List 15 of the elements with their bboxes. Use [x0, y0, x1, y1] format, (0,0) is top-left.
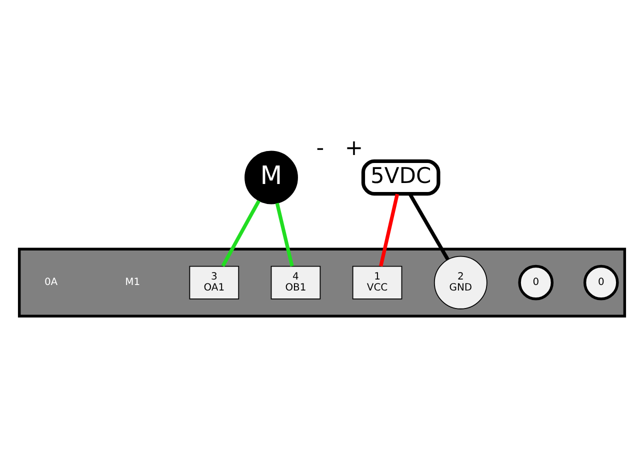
node-label: - +: [316, 136, 364, 161]
label: M1: [125, 276, 140, 288]
connector: [379, 193, 400, 266]
node-box: 4 OB1: [270, 265, 321, 299]
node-circle: 2 GND: [434, 255, 488, 309]
connector: [275, 202, 294, 266]
connector: [408, 192, 450, 260]
node-box: 5VDC: [361, 158, 440, 196]
node-box: 3 OA1: [189, 265, 240, 299]
cluster: [18, 247, 626, 317]
label: 0A: [44, 276, 58, 288]
node-circle: M: [244, 150, 298, 204]
node-circle: 0: [583, 264, 619, 300]
node-box: 1 VCC: [352, 265, 402, 299]
node-circle: 0: [518, 264, 554, 300]
